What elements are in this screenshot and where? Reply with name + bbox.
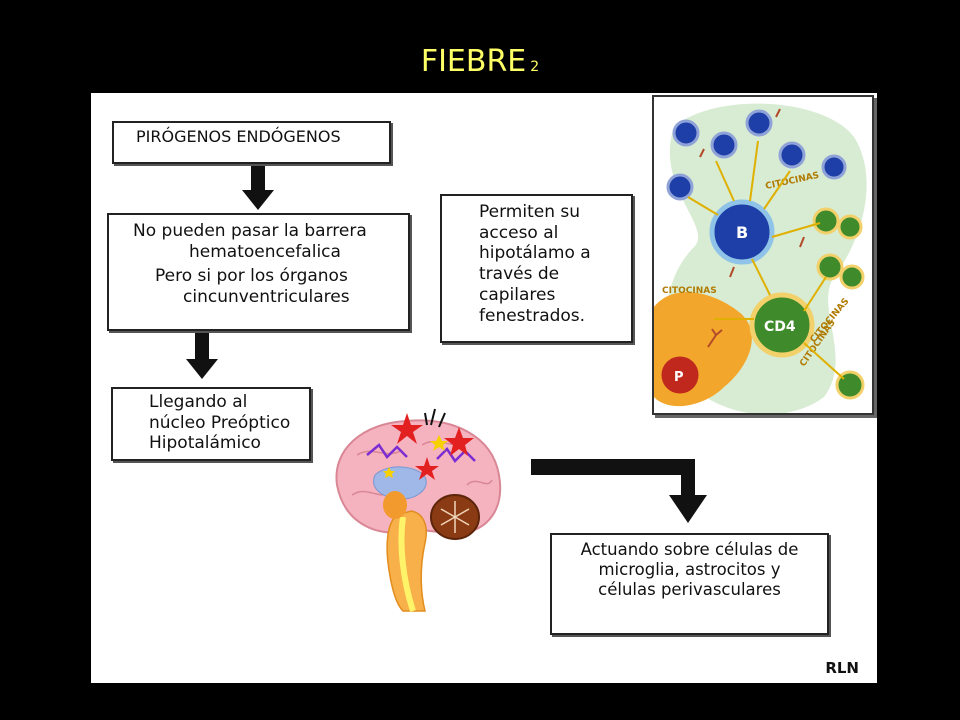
permiten-text-4: través de (479, 264, 560, 285)
permiten-text-1: Permiten su (479, 202, 581, 222)
cytokine-cells-illustration: B CD4 P CITOCINAS CITOCINAS CITOCINAS CI… (652, 95, 874, 415)
p-cell (658, 353, 702, 397)
actuando-text-1: Actuando sobre células de (580, 540, 799, 559)
brain-illustration (335, 408, 502, 612)
slide-title-number: 2 (530, 59, 540, 75)
barrera-text-1: No pueden pasar la barrera (133, 221, 367, 241)
permiten-text-2: acceso al (479, 222, 559, 243)
llegando-text-3: Hipotalámico (149, 433, 261, 454)
cd4-cell (749, 292, 815, 358)
diagram-canvas: PIRÓGENOS ENDÓGENOS No pueden pasar la b… (91, 93, 877, 683)
pirogenos-box: PIRÓGENOS ENDÓGENOS (112, 121, 391, 164)
barrera-text-3: Pero si por los órganos (155, 266, 348, 287)
cells-drawing: B CD4 P CITOCINAS CITOCINAS CITOCINAS CI… (654, 103, 867, 413)
permiten-box: Permiten su acceso al hipotálamo a travé… (440, 194, 633, 343)
actuando-text-2: microglia, astrocitos y (598, 560, 781, 580)
barrera-box: No pueden pasar la barrera hematoencefal… (107, 213, 410, 331)
permiten-text-3: hipotálamo a (479, 243, 591, 264)
b-cell (709, 199, 775, 265)
barrera-text-4: cincunventriculares (183, 287, 350, 308)
author-signature: RLN (825, 659, 859, 677)
elbow-arrow (531, 459, 707, 523)
actuando-text-3: células perivasculares (598, 580, 781, 600)
cd4-cell-label: CD4 (764, 319, 796, 335)
llegando-text-1: Llegando al (149, 392, 248, 412)
arrow-down-1 (242, 166, 274, 210)
actuando-box: Actuando sobre células de microglia, ast… (550, 533, 829, 635)
p-cell-label: P (674, 370, 684, 385)
b-cell-label: B (736, 223, 748, 242)
llegando-text-2: núcleo Preóptico (149, 412, 291, 433)
arrow-down-2 (186, 333, 218, 379)
barrera-text-2: hematoencefalica (189, 241, 341, 262)
permiten-text-6: fenestrados. (479, 305, 586, 326)
cytokine-label-2: CITOCINAS (662, 286, 717, 296)
permiten-text-5: capilares (479, 284, 556, 305)
slide-title-text: FIEBRE (420, 44, 527, 79)
pirogenos-text: PIRÓGENOS ENDÓGENOS (136, 127, 341, 146)
llegando-box: Llegando al núcleo Preóptico Hipotalámic… (111, 387, 311, 461)
